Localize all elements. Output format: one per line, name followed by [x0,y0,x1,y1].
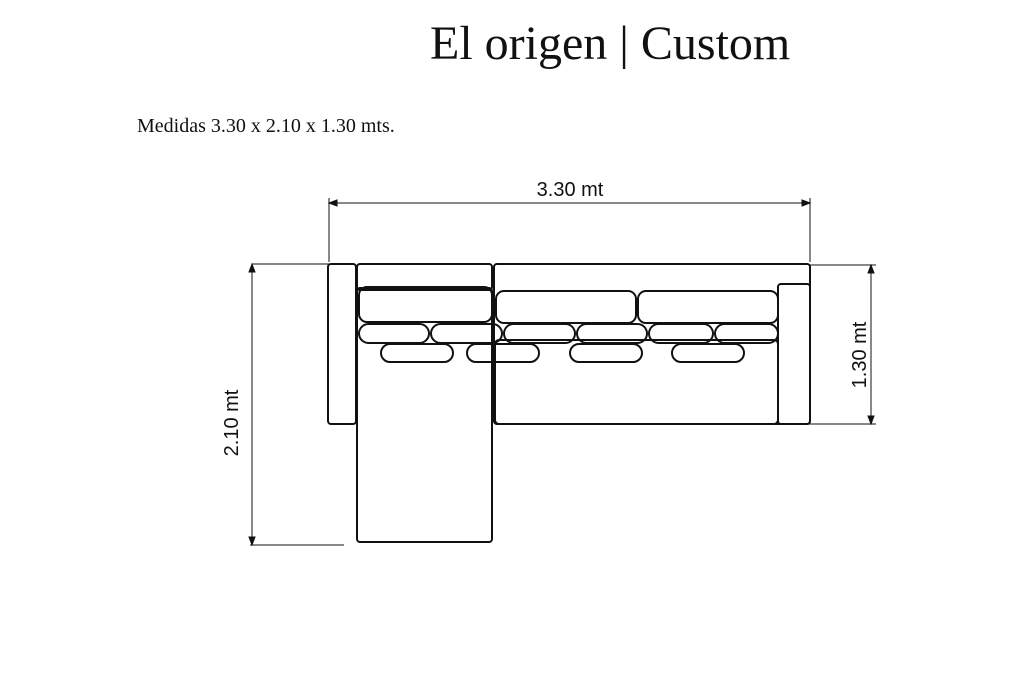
right-armrest [777,283,811,425]
sofa-shape [327,263,811,543]
pillow [358,323,430,344]
pillow [569,343,643,363]
seat-base [494,339,779,425]
chaise-backrest [356,263,493,291]
width-dimension [327,198,812,262]
back-cushion [358,286,493,323]
back-cushion [495,290,637,324]
pillow [466,343,540,363]
back-cushion [637,290,779,324]
pillow [503,323,576,344]
seat-depth-label: 1.30 mt [849,321,871,388]
pillow [430,323,503,344]
depth-dimension [248,262,344,547]
seat-depth-dimension [808,263,876,426]
pillow [714,323,779,344]
pillow [380,343,454,363]
pillow [671,343,745,363]
page-title: El origen | Custom [430,17,791,70]
left-armrest [327,263,357,425]
width-label: 3.30 mt [537,179,604,201]
measurements-text: Medidas 3.30 x 2.10 x 1.30 mts. [137,115,395,137]
depth-label: 2.10 mt [221,389,243,456]
